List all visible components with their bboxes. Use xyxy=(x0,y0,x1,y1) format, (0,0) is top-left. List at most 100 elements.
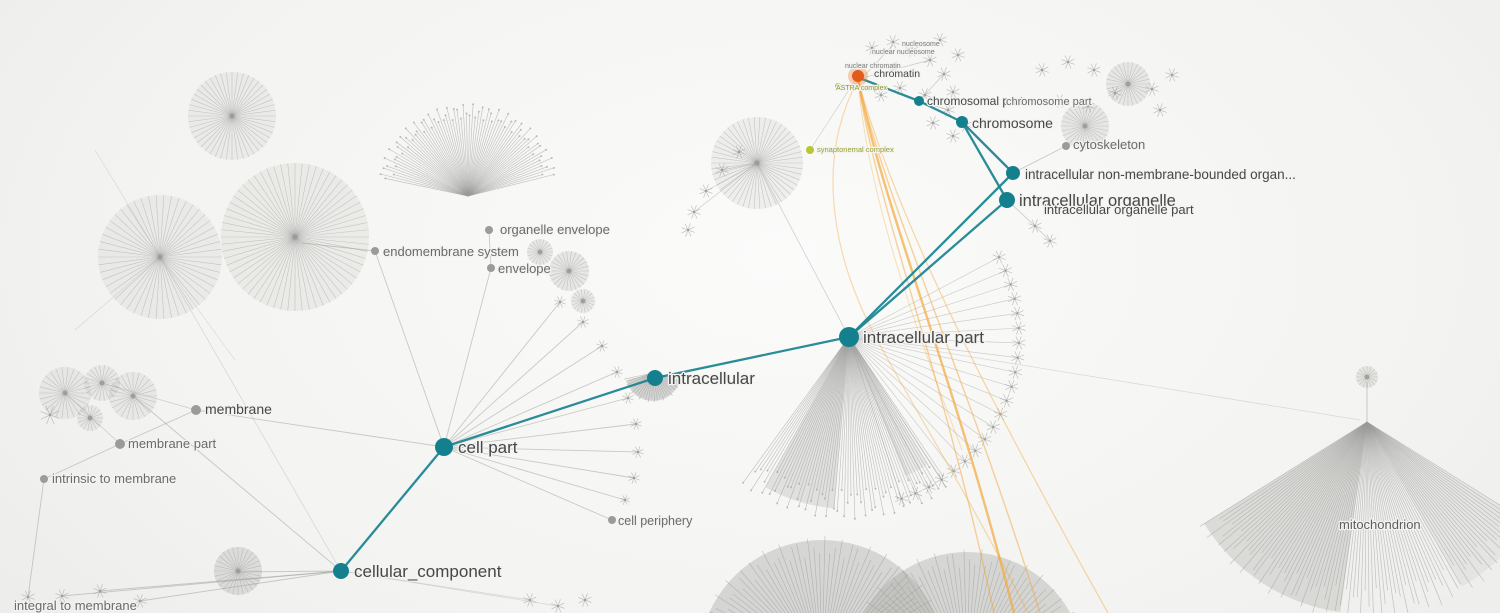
decor-line xyxy=(64,392,81,415)
decor-burst-center xyxy=(48,413,52,417)
decor-dot xyxy=(523,137,526,140)
node-cellular-component[interactable] xyxy=(333,563,349,579)
decor-line xyxy=(45,392,66,411)
decor-dot xyxy=(503,126,506,129)
decor-burst-center xyxy=(910,48,914,52)
decor-line xyxy=(693,162,758,213)
graph-label: intracellular part xyxy=(863,328,984,347)
decor-dot xyxy=(401,152,404,155)
decor-line xyxy=(742,119,758,164)
decor-line xyxy=(224,215,296,238)
decor-line xyxy=(943,569,955,613)
node-intracellular-part[interactable] xyxy=(839,327,859,347)
decor-line xyxy=(159,256,342,572)
decor-burst-center xyxy=(558,300,562,304)
decor-line xyxy=(1360,421,1368,613)
node-envelope[interactable] xyxy=(487,264,495,272)
node-chromosome[interactable] xyxy=(956,116,968,128)
decor-line xyxy=(467,166,548,197)
decor-line xyxy=(798,336,850,507)
decor-line xyxy=(848,336,884,497)
decor-line xyxy=(848,336,895,514)
decor-line xyxy=(64,392,75,418)
decor-burst-center xyxy=(956,53,960,57)
decor-line xyxy=(756,151,802,164)
decor-line xyxy=(833,336,850,509)
decor-line xyxy=(423,119,469,197)
decor-line xyxy=(132,378,151,397)
decor-line xyxy=(854,571,883,613)
decor-line xyxy=(742,162,758,207)
decor-line xyxy=(226,236,296,266)
decor-line xyxy=(1022,589,1047,613)
decor-line xyxy=(273,236,296,308)
decor-dot xyxy=(810,499,813,502)
decor-line xyxy=(209,77,233,117)
decor-rosette-center xyxy=(537,249,543,255)
decor-line xyxy=(188,115,233,123)
node-cell-part[interactable] xyxy=(435,438,453,456)
decor-line xyxy=(1366,421,1454,598)
decor-line xyxy=(848,336,1007,402)
decor-line xyxy=(1068,125,1086,145)
decor-line xyxy=(1366,421,1370,607)
decor-line xyxy=(847,336,850,503)
node-cell-periphery[interactable] xyxy=(608,516,616,524)
node-intrinsic-to-membrane[interactable] xyxy=(40,475,48,483)
decor-line xyxy=(1222,421,1368,522)
decor-sector xyxy=(625,373,681,401)
node-membrane-part[interactable] xyxy=(115,439,125,449)
decor-line xyxy=(989,561,1011,613)
node-chromatin-highlighted[interactable] xyxy=(852,70,864,82)
decor-dot xyxy=(783,476,786,479)
node-cytoskeleton[interactable] xyxy=(1062,142,1070,150)
node-astra-complex[interactable] xyxy=(835,83,841,89)
decor-line xyxy=(834,545,854,613)
decor-line xyxy=(159,256,187,314)
decor-line xyxy=(840,562,860,613)
decor-rosette-center xyxy=(566,268,572,274)
node-intracellular-non-membrane-bounded-organelle[interactable] xyxy=(1006,166,1020,180)
decor-line xyxy=(848,336,898,499)
decor-line xyxy=(1084,125,1088,150)
selected-path-edge xyxy=(848,199,1008,338)
decor-line xyxy=(231,93,271,117)
decor-dot xyxy=(437,120,440,123)
decor-line xyxy=(1280,421,1368,598)
decor-line xyxy=(1366,421,1500,506)
decor-line xyxy=(456,109,469,197)
decor-line xyxy=(842,546,872,613)
node-synaptonemal-complex[interactable] xyxy=(806,146,814,154)
node-endomembrane-system[interactable] xyxy=(371,247,379,255)
decor-line xyxy=(568,254,581,272)
node-chromosomal-part[interactable] xyxy=(914,96,924,106)
decor-line xyxy=(891,584,918,613)
decor-dot xyxy=(477,110,480,113)
decor-line xyxy=(810,336,850,501)
decor-line xyxy=(294,195,357,238)
node-intracellular-organelle[interactable] xyxy=(999,192,1015,208)
decor-line xyxy=(1084,105,1098,127)
decor-line xyxy=(748,562,786,613)
decor-line xyxy=(209,115,233,155)
decor-line xyxy=(832,558,845,613)
decor-line xyxy=(1065,125,1086,141)
decor-line xyxy=(1218,421,1368,520)
decor-line xyxy=(1366,421,1500,549)
decor-line xyxy=(294,189,353,238)
selected-path-edge xyxy=(654,335,850,380)
decor-line xyxy=(906,586,927,613)
decor-line xyxy=(561,270,570,290)
decor-line xyxy=(133,256,161,314)
node-organelle-envelope[interactable] xyxy=(485,226,493,234)
decor-dot xyxy=(444,114,447,117)
node-intracellular[interactable] xyxy=(647,370,663,386)
decor-line xyxy=(388,148,469,197)
decor-dot xyxy=(915,482,918,485)
decor-line xyxy=(732,162,758,202)
decor-burst-center xyxy=(1066,60,1070,64)
decor-line xyxy=(1231,421,1368,525)
decor-burst-center xyxy=(686,228,690,232)
node-membrane[interactable] xyxy=(191,405,201,415)
